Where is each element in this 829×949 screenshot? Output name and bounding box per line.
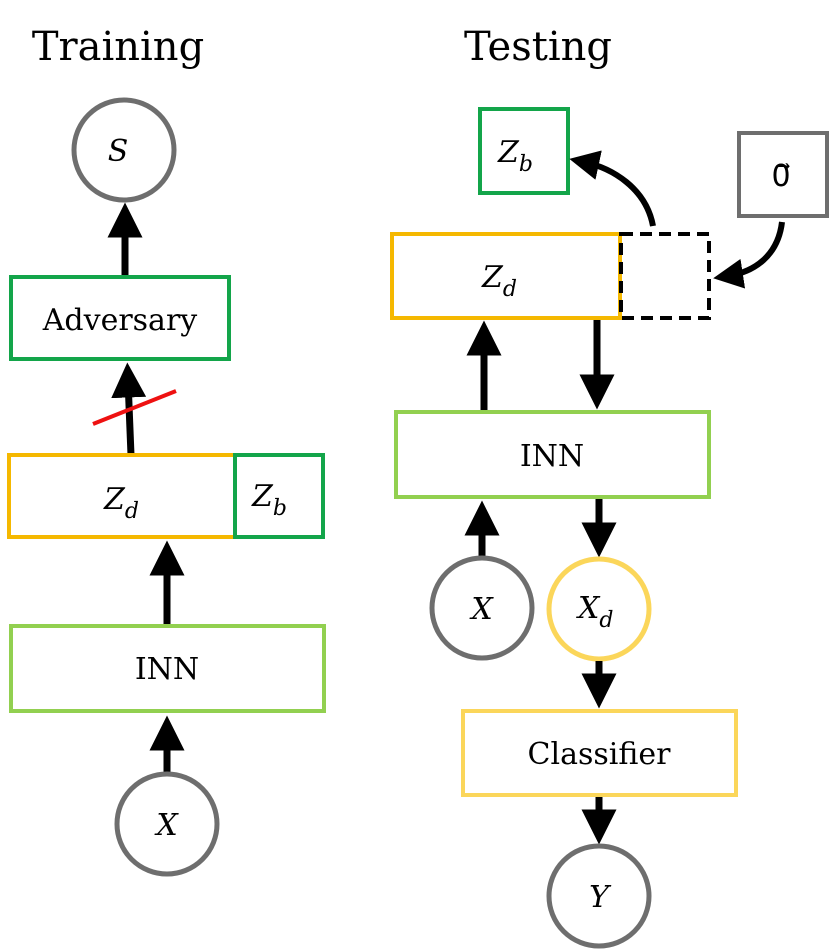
s-node xyxy=(71,97,177,203)
classifier-box xyxy=(461,709,738,797)
adversary-box xyxy=(9,275,231,361)
arrow-zero-to-dashed xyxy=(713,221,785,289)
training-title: Training xyxy=(32,24,204,70)
y-label: Y xyxy=(589,880,612,915)
testing-zb-box xyxy=(478,107,570,195)
zero-vector-label: 0⃗ xyxy=(771,159,790,194)
training-x-label: X xyxy=(154,808,179,843)
testing-x-label: X xyxy=(469,592,494,627)
xd-node xyxy=(546,556,652,662)
arrow-dashed-to-zb xyxy=(569,150,656,227)
training-zd-label: Zd xyxy=(103,482,139,524)
testing-inn-label: INN xyxy=(520,439,584,474)
testing-zd-box xyxy=(390,232,622,320)
training-inn-box xyxy=(9,624,326,713)
adversary-label: Adversary xyxy=(42,303,198,338)
training-zb-box xyxy=(233,453,325,539)
testing-inn-box xyxy=(394,410,711,499)
classifier-label: Classifier xyxy=(528,737,672,772)
xd-label: Xd xyxy=(576,591,613,633)
zero-vector-box xyxy=(737,131,829,218)
y-node xyxy=(546,843,652,949)
training-inn-label: INN xyxy=(135,652,199,687)
testing-zb-label: Zb xyxy=(497,135,533,177)
training-zb-label: Zb xyxy=(251,479,287,521)
dashed-slot-box xyxy=(619,232,711,320)
s-node-label: S xyxy=(108,134,129,169)
testing-title: Testing xyxy=(464,24,612,70)
training-x-node xyxy=(114,771,220,877)
gradient-block-slash xyxy=(92,389,177,426)
testing-x-node xyxy=(429,555,535,661)
arrow-zd-to-adversary xyxy=(111,362,147,456)
testing-zd-label: Zd xyxy=(481,260,517,302)
